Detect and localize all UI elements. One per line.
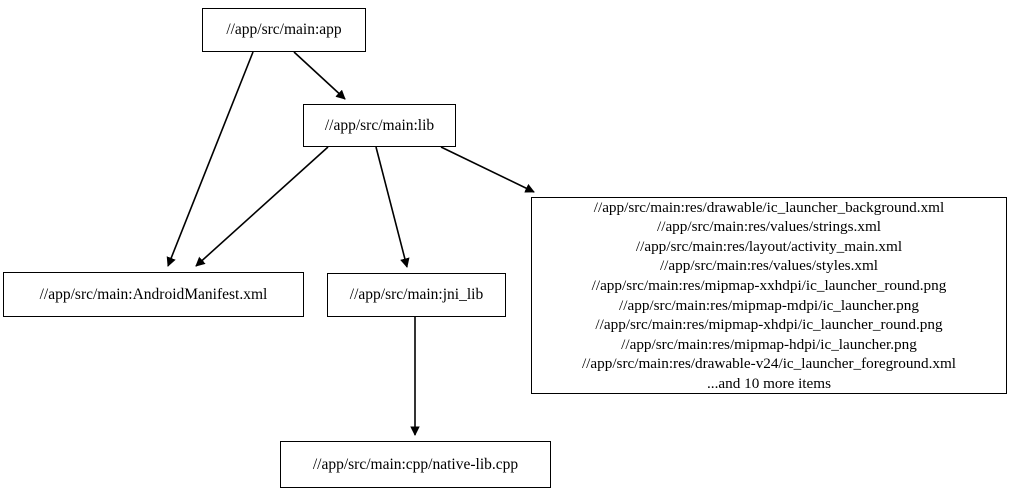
graph-node-lib-label: //app/src/main:lib (324, 116, 435, 134)
graph-node-app-label: //app/src/main:app (226, 21, 342, 39)
graph-node-native-lib-cpp-label: //app/src/main:cpp/native-lib.cpp (312, 455, 519, 473)
graph-node-jni-lib-label: //app/src/main:jni_lib (349, 286, 484, 304)
graph-node-android-manifest-label: //app/src/main:AndroidManifest.xml (39, 285, 268, 303)
edge-app-to-lib (293, 51, 346, 100)
edge-app-to-manifest (166, 51, 254, 267)
graph-node-android-manifest[interactable]: //app/src/main:AndroidManifest.xml (3, 272, 304, 317)
graph-node-resources-label: //app/src/main:res/drawable/ic_launcher_… (581, 198, 957, 392)
edge-lib-to-resources (440, 146, 535, 193)
edge-lib-to-jni-lib (375, 146, 410, 268)
graph-node-resources[interactable]: //app/src/main:res/drawable/ic_launcher_… (531, 197, 1007, 394)
edge-lib-to-manifest (195, 146, 329, 267)
graph-node-jni-lib[interactable]: //app/src/main:jni_lib (327, 273, 506, 317)
graph-node-native-lib-cpp[interactable]: //app/src/main:cpp/native-lib.cpp (280, 441, 551, 488)
graph-node-lib[interactable]: //app/src/main:lib (303, 104, 456, 147)
graph-node-app[interactable]: //app/src/main:app (202, 8, 366, 52)
